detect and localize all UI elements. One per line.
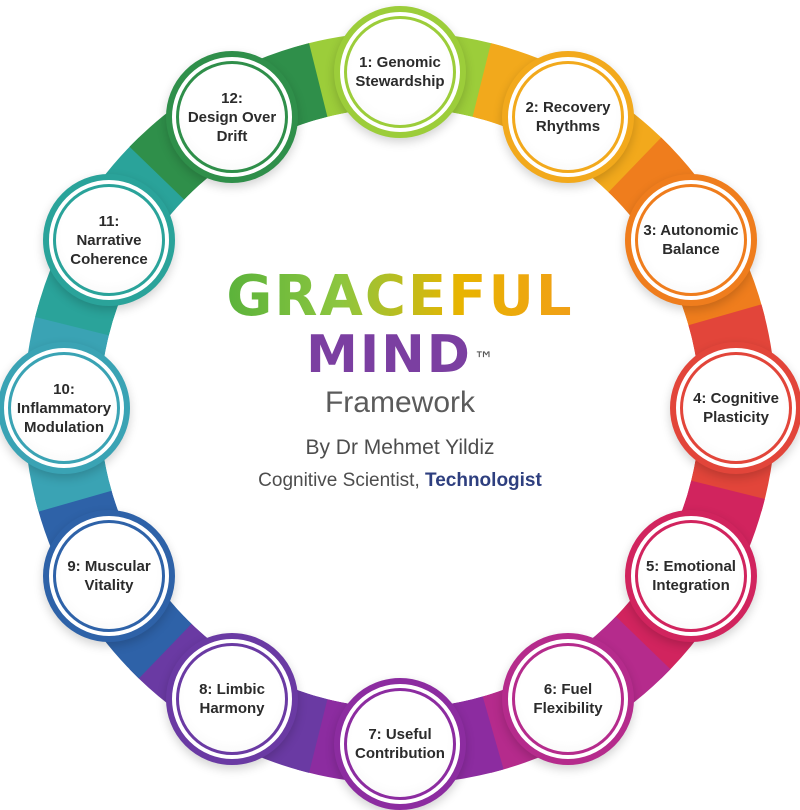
- pillar-label: 8: Limbic Harmony: [199, 680, 265, 717]
- pillar-label: 2: Recovery Rhythms: [525, 99, 611, 135]
- pillar-label: 11: Narrative Coherence: [70, 212, 148, 268]
- pillar-node: 3: Autonomic Balance: [624, 174, 757, 306]
- pillar-label: 9: Muscular Vitality: [67, 558, 151, 594]
- pillar-label: 4: Cognitive Plasticity: [693, 390, 779, 426]
- pillar-node-inner: 7: Useful Contribution: [344, 688, 456, 800]
- pillar-node-inner: 8: Limbic Harmony: [176, 642, 288, 755]
- pillar-node-inner: 3: Autonomic Balance: [634, 184, 747, 296]
- pillar-node: 10: Inflammatory Modulation: [0, 342, 130, 474]
- pillar-node: 5: Emotional Integration: [624, 510, 757, 642]
- pillar-label: 5: Emotional Integration: [645, 558, 736, 594]
- pillar-node: 9: Muscular Vitality: [43, 510, 175, 642]
- pillar-node-inner: 1: Genomic Stewardship: [344, 16, 456, 128]
- pillar-label: 3: Autonomic Balance: [643, 222, 739, 258]
- pillar-label: 7: Useful Contribution: [355, 726, 445, 762]
- ring-inner-fill: [100, 108, 700, 708]
- title-graceful: GRACEFUL: [200, 268, 600, 326]
- pillar-label: 6: Fuel Flexibility: [533, 680, 603, 717]
- pillar-node-inner: 11: Narrative Coherence: [53, 184, 165, 296]
- pillar-node-inner: 4: Cognitive Plasticity: [680, 352, 792, 464]
- author-role: Cognitive Scientist, Technologist: [200, 468, 600, 494]
- pillar-label: 1: Genomic Stewardship: [355, 54, 445, 90]
- title-mind: MIND: [306, 325, 472, 385]
- pillar-node-inner: 12: Design Over Drift: [176, 61, 288, 173]
- trademark-symbol: ™: [473, 347, 494, 371]
- pillar-node: 11: Narrative Coherence: [43, 174, 175, 306]
- pillar-node-inner: 9: Muscular Vitality: [53, 520, 165, 632]
- pillar-node: 12: Design Over Drift: [166, 51, 298, 183]
- pillar-node: 7: Useful Contribution: [334, 678, 466, 810]
- pillar-node: 1: Genomic Stewardship: [334, 6, 466, 138]
- pillar-node: 4: Cognitive Plasticity: [670, 342, 800, 474]
- pillar-label: 12: Design Over Drift: [187, 89, 277, 145]
- pillar-node-inner: 6: Fuel Flexibility: [512, 642, 624, 755]
- author-line: By Dr Mehmet Yildiz: [305, 436, 495, 459]
- pillar-node-inner: 2: Recovery Rhythms: [512, 61, 624, 173]
- pillar-label: 10: Inflammatory Modulation: [16, 380, 112, 436]
- pillar-node: 8: Limbic Harmony: [166, 632, 298, 765]
- pillar-node: 6: Fuel Flexibility: [502, 632, 634, 765]
- title-framework: Framework: [324, 386, 475, 419]
- pillar-node-inner: 5: Emotional Integration: [634, 520, 747, 632]
- pillar-node-inner: 10: Inflammatory Modulation: [8, 352, 120, 464]
- role-emphasis: Technologist: [425, 470, 542, 491]
- role-prefix: Cognitive Scientist,: [258, 470, 420, 491]
- pillar-node: 2: Recovery Rhythms: [502, 51, 634, 183]
